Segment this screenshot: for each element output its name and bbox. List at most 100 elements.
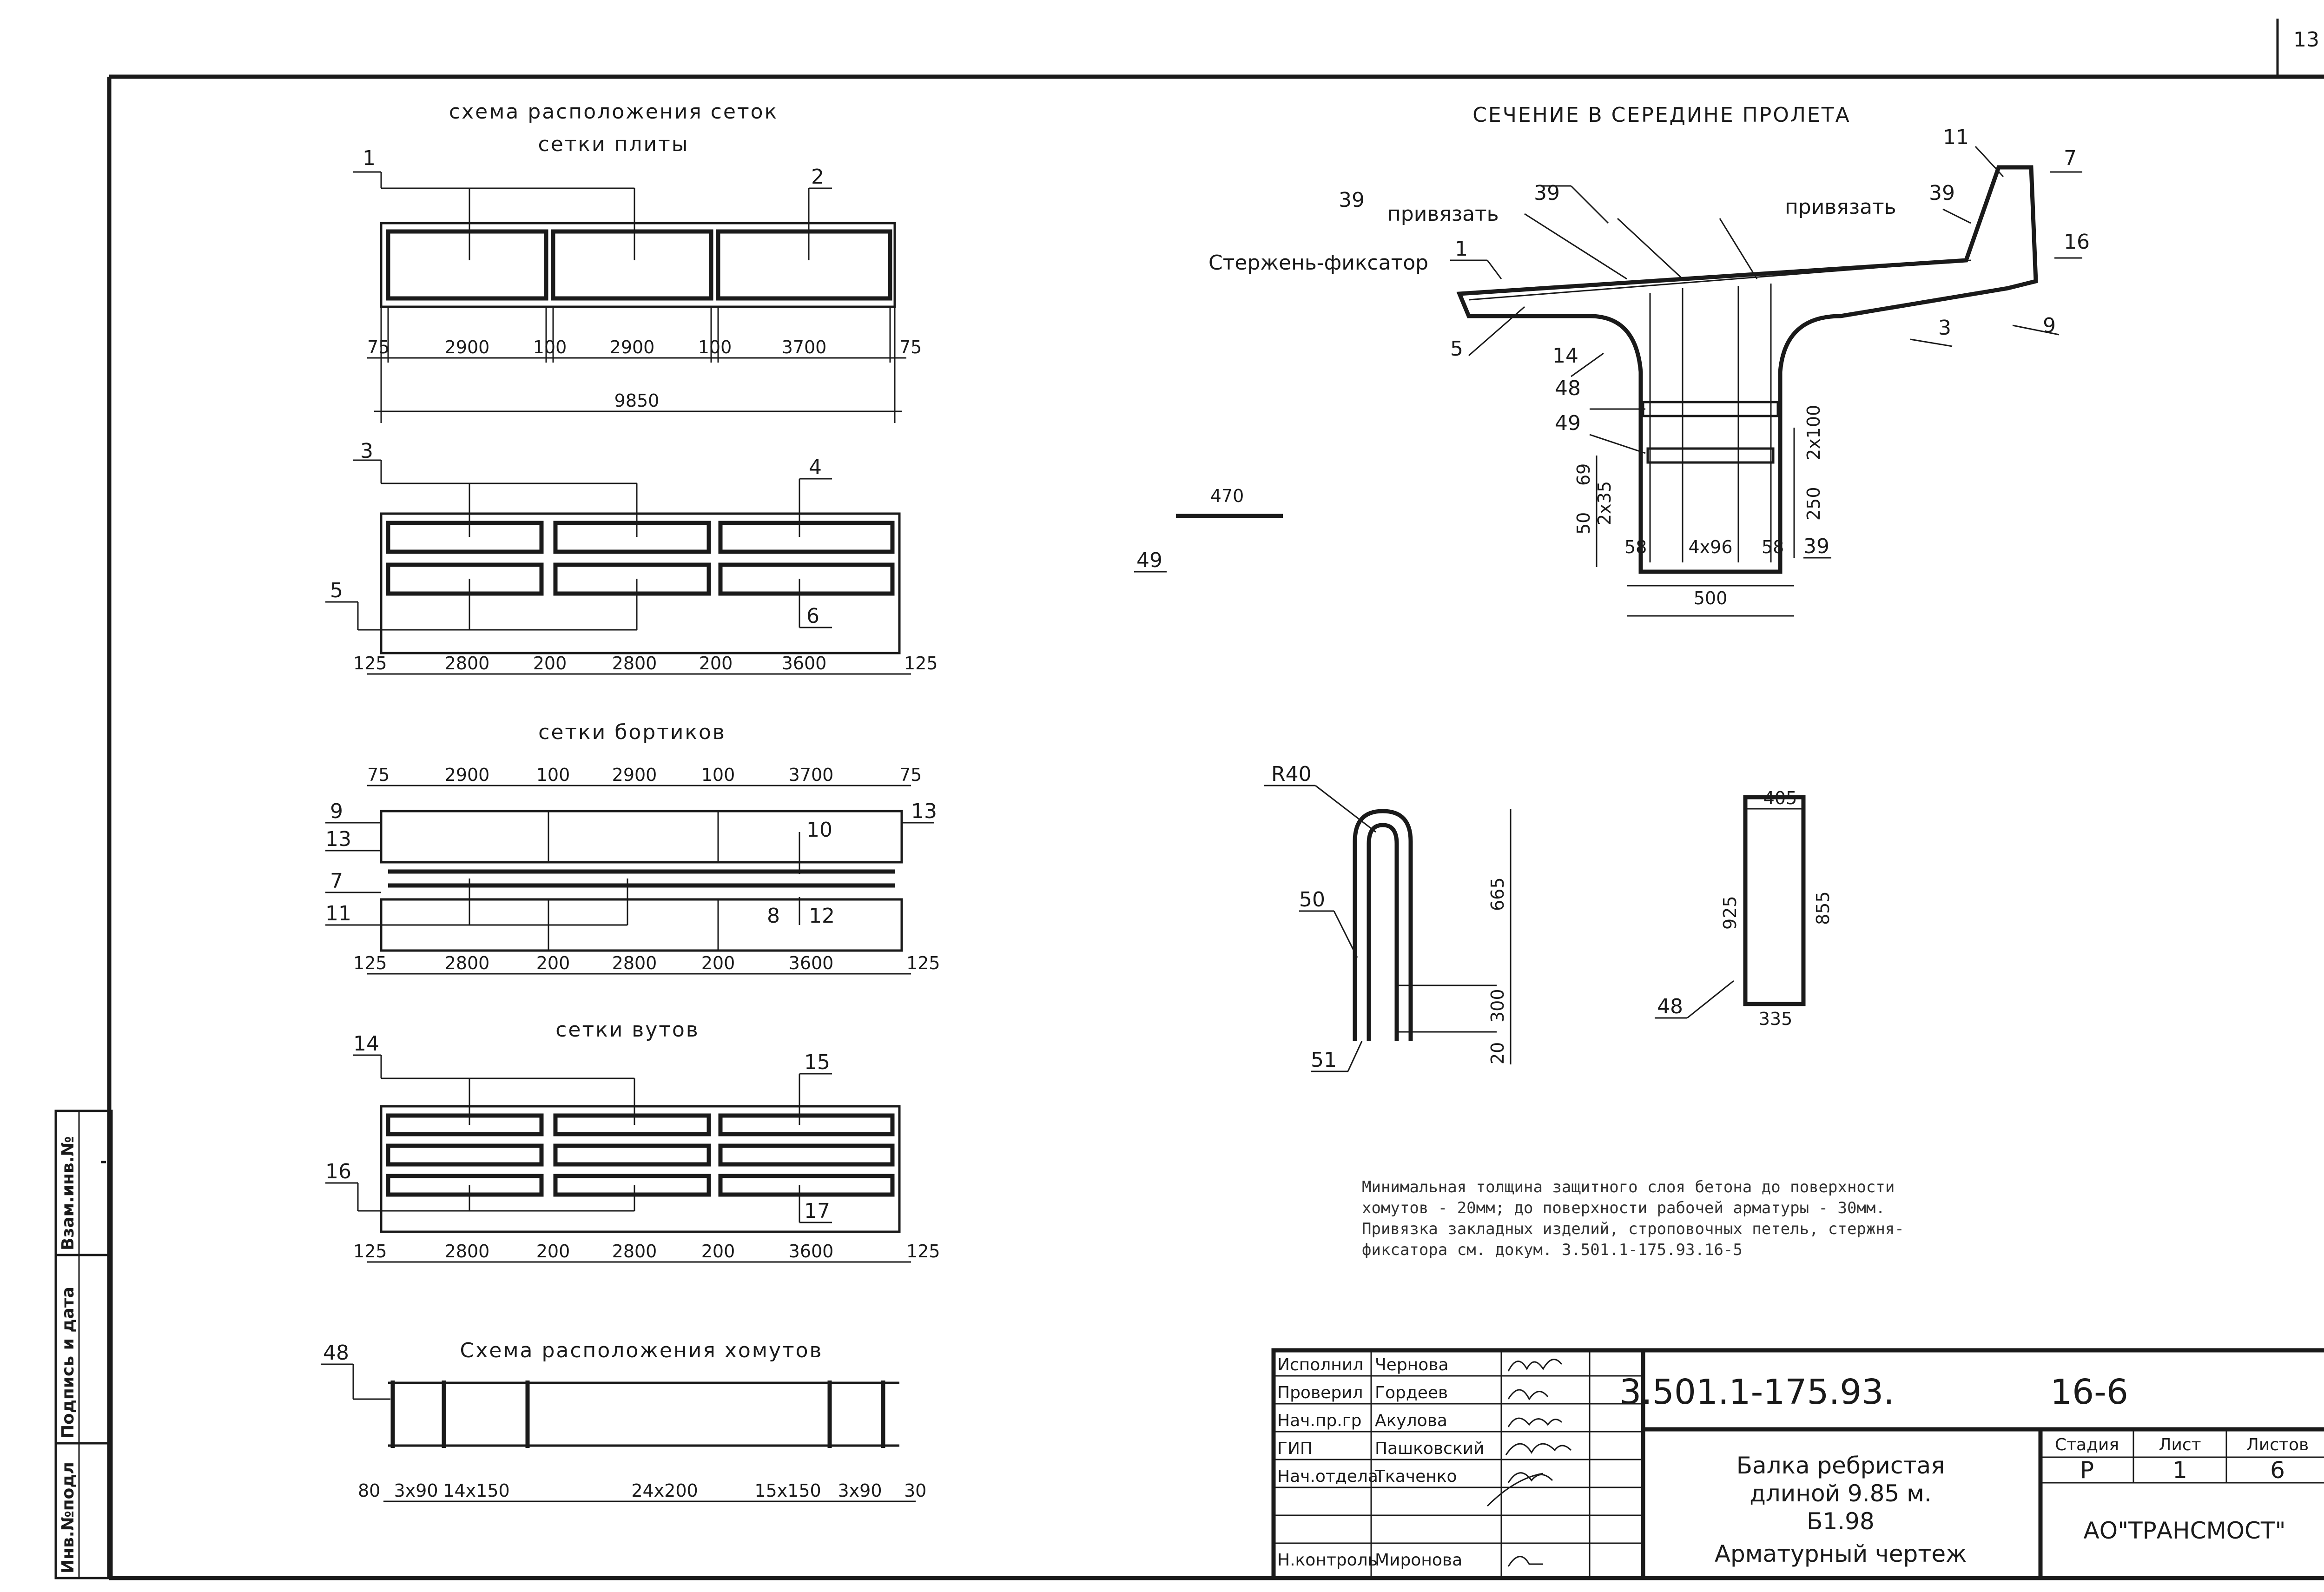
tb-name-0: Чернова bbox=[1375, 1355, 1449, 1374]
stirrup-48-detail: 405 925 855 335 48 bbox=[1655, 788, 1833, 1029]
border-top-75-right: 75 bbox=[899, 765, 922, 785]
tb-role-2: Нач.пр.гр bbox=[1277, 1411, 1361, 1430]
tb-desc-0: Балка ребристая bbox=[1736, 1452, 1945, 1479]
stirrup-dim-80: 80 bbox=[358, 1480, 380, 1501]
section-dim-2x35: 2x35 bbox=[1594, 481, 1615, 525]
stirrup-dim-3x90-left: 3x90 bbox=[394, 1480, 438, 1501]
dim-75-left: 75 bbox=[367, 337, 390, 357]
stirrup-scheme-title: Схема расположения хомутов bbox=[460, 1339, 823, 1362]
border-label-13-right: 13 bbox=[911, 799, 937, 823]
dim-total-9850: 9850 bbox=[614, 390, 660, 411]
stirrup48-label: 48 bbox=[1657, 995, 1683, 1018]
tb-desc-3: Арматурный чертеж bbox=[1715, 1540, 1967, 1567]
section-label-49: 49 bbox=[1555, 411, 1581, 435]
note-line-1: Минимальная толщина защитного слоя бетон… bbox=[1362, 1178, 1895, 1196]
haunch-mesh-group: 14 15 16 17 125 2800 200 2800 200 3600 1… bbox=[325, 1032, 940, 1263]
side-stamp-label-replace: Взам.инв.№ bbox=[59, 1136, 78, 1250]
stirrup-dim-24x200: 24x200 bbox=[631, 1480, 698, 1501]
section-dim-2x100: 2x100 bbox=[1803, 405, 1824, 460]
border-bottom-2800-b: 2800 bbox=[612, 953, 657, 973]
section-dim-500: 500 bbox=[1694, 588, 1728, 608]
tie-label-right: привязать bbox=[1785, 195, 1896, 219]
section-label-11: 11 bbox=[1943, 126, 1969, 149]
section-label-39-right: 39 bbox=[1929, 181, 1955, 205]
tb-role-1: Проверил bbox=[1277, 1383, 1363, 1402]
tb-sheet-value: 1 bbox=[2172, 1457, 2187, 1484]
tb-org: АО"ТРАНСМОСТ" bbox=[2084, 1517, 2286, 1544]
loop-detail: R40 50 51 665 300 20 bbox=[1264, 762, 1512, 1072]
tb-role-7: Н.контроль bbox=[1277, 1551, 1378, 1570]
section-label-39-mid: 39 bbox=[1534, 181, 1560, 205]
haunch-125-right: 125 bbox=[906, 1241, 940, 1262]
section-dim-50: 50 bbox=[1573, 512, 1594, 535]
loop-label-51: 51 bbox=[1311, 1048, 1337, 1072]
haunch-label-16: 16 bbox=[325, 1160, 351, 1183]
section-label-1: 1 bbox=[1455, 237, 1468, 261]
border-label-10: 10 bbox=[806, 818, 832, 842]
border-top-2900-a: 2900 bbox=[445, 765, 490, 785]
section-label-39-bottom: 39 bbox=[1803, 535, 1829, 558]
border-top-2900-b: 2900 bbox=[612, 765, 657, 785]
haunch-mesh-title: сетки вутов bbox=[555, 1018, 700, 1042]
border-top-100-b: 100 bbox=[701, 765, 735, 785]
tb-name-1: Гордеев bbox=[1375, 1383, 1448, 1402]
slab-mesh-row-2: 3 4 5 6 125 2800 200 2800 200 3600 125 bbox=[325, 439, 938, 675]
stirrup-scheme-label-48: 48 bbox=[323, 1341, 349, 1365]
haunch-2800-b: 2800 bbox=[612, 1241, 657, 1262]
tb-desc-2: Б1.98 bbox=[1807, 1508, 1875, 1535]
stirrup48-dim-405: 405 bbox=[1763, 788, 1797, 808]
tb-name-7: Миронова bbox=[1375, 1551, 1462, 1570]
section-title: СЕЧЕНИЕ В СЕРЕДИНЕ ПРОЛЕТА bbox=[1472, 103, 1851, 127]
mesh-label-3: 3 bbox=[360, 439, 373, 463]
bar-49-detail: 470 49 bbox=[1134, 486, 1283, 573]
mesh-label-6: 6 bbox=[806, 604, 819, 628]
signatures bbox=[1486, 1359, 1572, 1567]
tb-role-3: ГИП bbox=[1277, 1439, 1313, 1458]
section-dim-250: 250 bbox=[1803, 487, 1824, 521]
title-block: Исполнил Проверил Нач.пр.гр ГИП Нач.отде… bbox=[1271, 1348, 2324, 1580]
bar-49-label: 49 bbox=[1136, 548, 1162, 572]
slab-mesh-row-1: 1 2 75 2900 100 2900 100 3700 75 9850 bbox=[353, 146, 922, 423]
border-bottom-125-left: 125 bbox=[353, 953, 387, 973]
tb-sheets-label: Листов bbox=[2246, 1435, 2309, 1454]
side-stamp-value: - bbox=[100, 1152, 107, 1171]
dim-100-b: 100 bbox=[698, 337, 732, 357]
stirrup-dim-30: 30 bbox=[904, 1480, 926, 1501]
border-label-9: 9 bbox=[330, 799, 343, 823]
page-number: 13 bbox=[2293, 28, 2319, 52]
tb-stage-label: Стадия bbox=[2055, 1435, 2119, 1454]
border-label-12: 12 bbox=[809, 904, 835, 928]
dim2-125-right: 125 bbox=[904, 653, 938, 674]
loop-dim-300: 300 bbox=[1487, 989, 1508, 1023]
section-label-39-left: 39 bbox=[1339, 188, 1365, 212]
tb-sheet-label: Лист bbox=[2159, 1435, 2201, 1454]
tb-code: 3.501.1-175.93. bbox=[1619, 1372, 1895, 1412]
tb-desc-1: длиной 9.85 м. bbox=[1750, 1480, 1932, 1507]
mesh-label-5: 5 bbox=[330, 579, 343, 602]
loop-label-50: 50 bbox=[1299, 888, 1325, 912]
loop-radius-label: R40 bbox=[1271, 762, 1312, 786]
note-line-3: Привязка закладных изделий, строповочных… bbox=[1362, 1220, 1904, 1238]
tb-role-4: Нач.отдела bbox=[1277, 1467, 1378, 1486]
border-label-8: 8 bbox=[767, 904, 780, 928]
section-label-48: 48 bbox=[1555, 377, 1581, 400]
dim-2900-a: 2900 bbox=[445, 337, 490, 357]
dim-3700: 3700 bbox=[782, 337, 827, 357]
border-top-75-left: 75 bbox=[367, 765, 390, 785]
border-bottom-3600: 3600 bbox=[789, 953, 834, 973]
fixator-label: Стержень-фиксатор bbox=[1208, 251, 1428, 275]
border-label-13-left: 13 bbox=[325, 827, 351, 851]
border-top-100-a: 100 bbox=[536, 765, 570, 785]
tie-label-left: привязать bbox=[1387, 202, 1499, 226]
section-label-7: 7 bbox=[2064, 146, 2077, 170]
haunch-label-17: 17 bbox=[804, 1199, 830, 1223]
haunch-200-a: 200 bbox=[536, 1241, 570, 1262]
haunch-200-b: 200 bbox=[701, 1241, 735, 1262]
haunch-3600: 3600 bbox=[789, 1241, 834, 1262]
section-dim-4x96: 4x96 bbox=[1688, 537, 1732, 557]
section-label-5: 5 bbox=[1450, 337, 1463, 361]
stirrup-dim-15x150: 15x150 bbox=[754, 1480, 821, 1501]
bar-49-dim-470: 470 bbox=[1210, 486, 1244, 506]
section-label-9: 9 bbox=[2043, 314, 2056, 337]
